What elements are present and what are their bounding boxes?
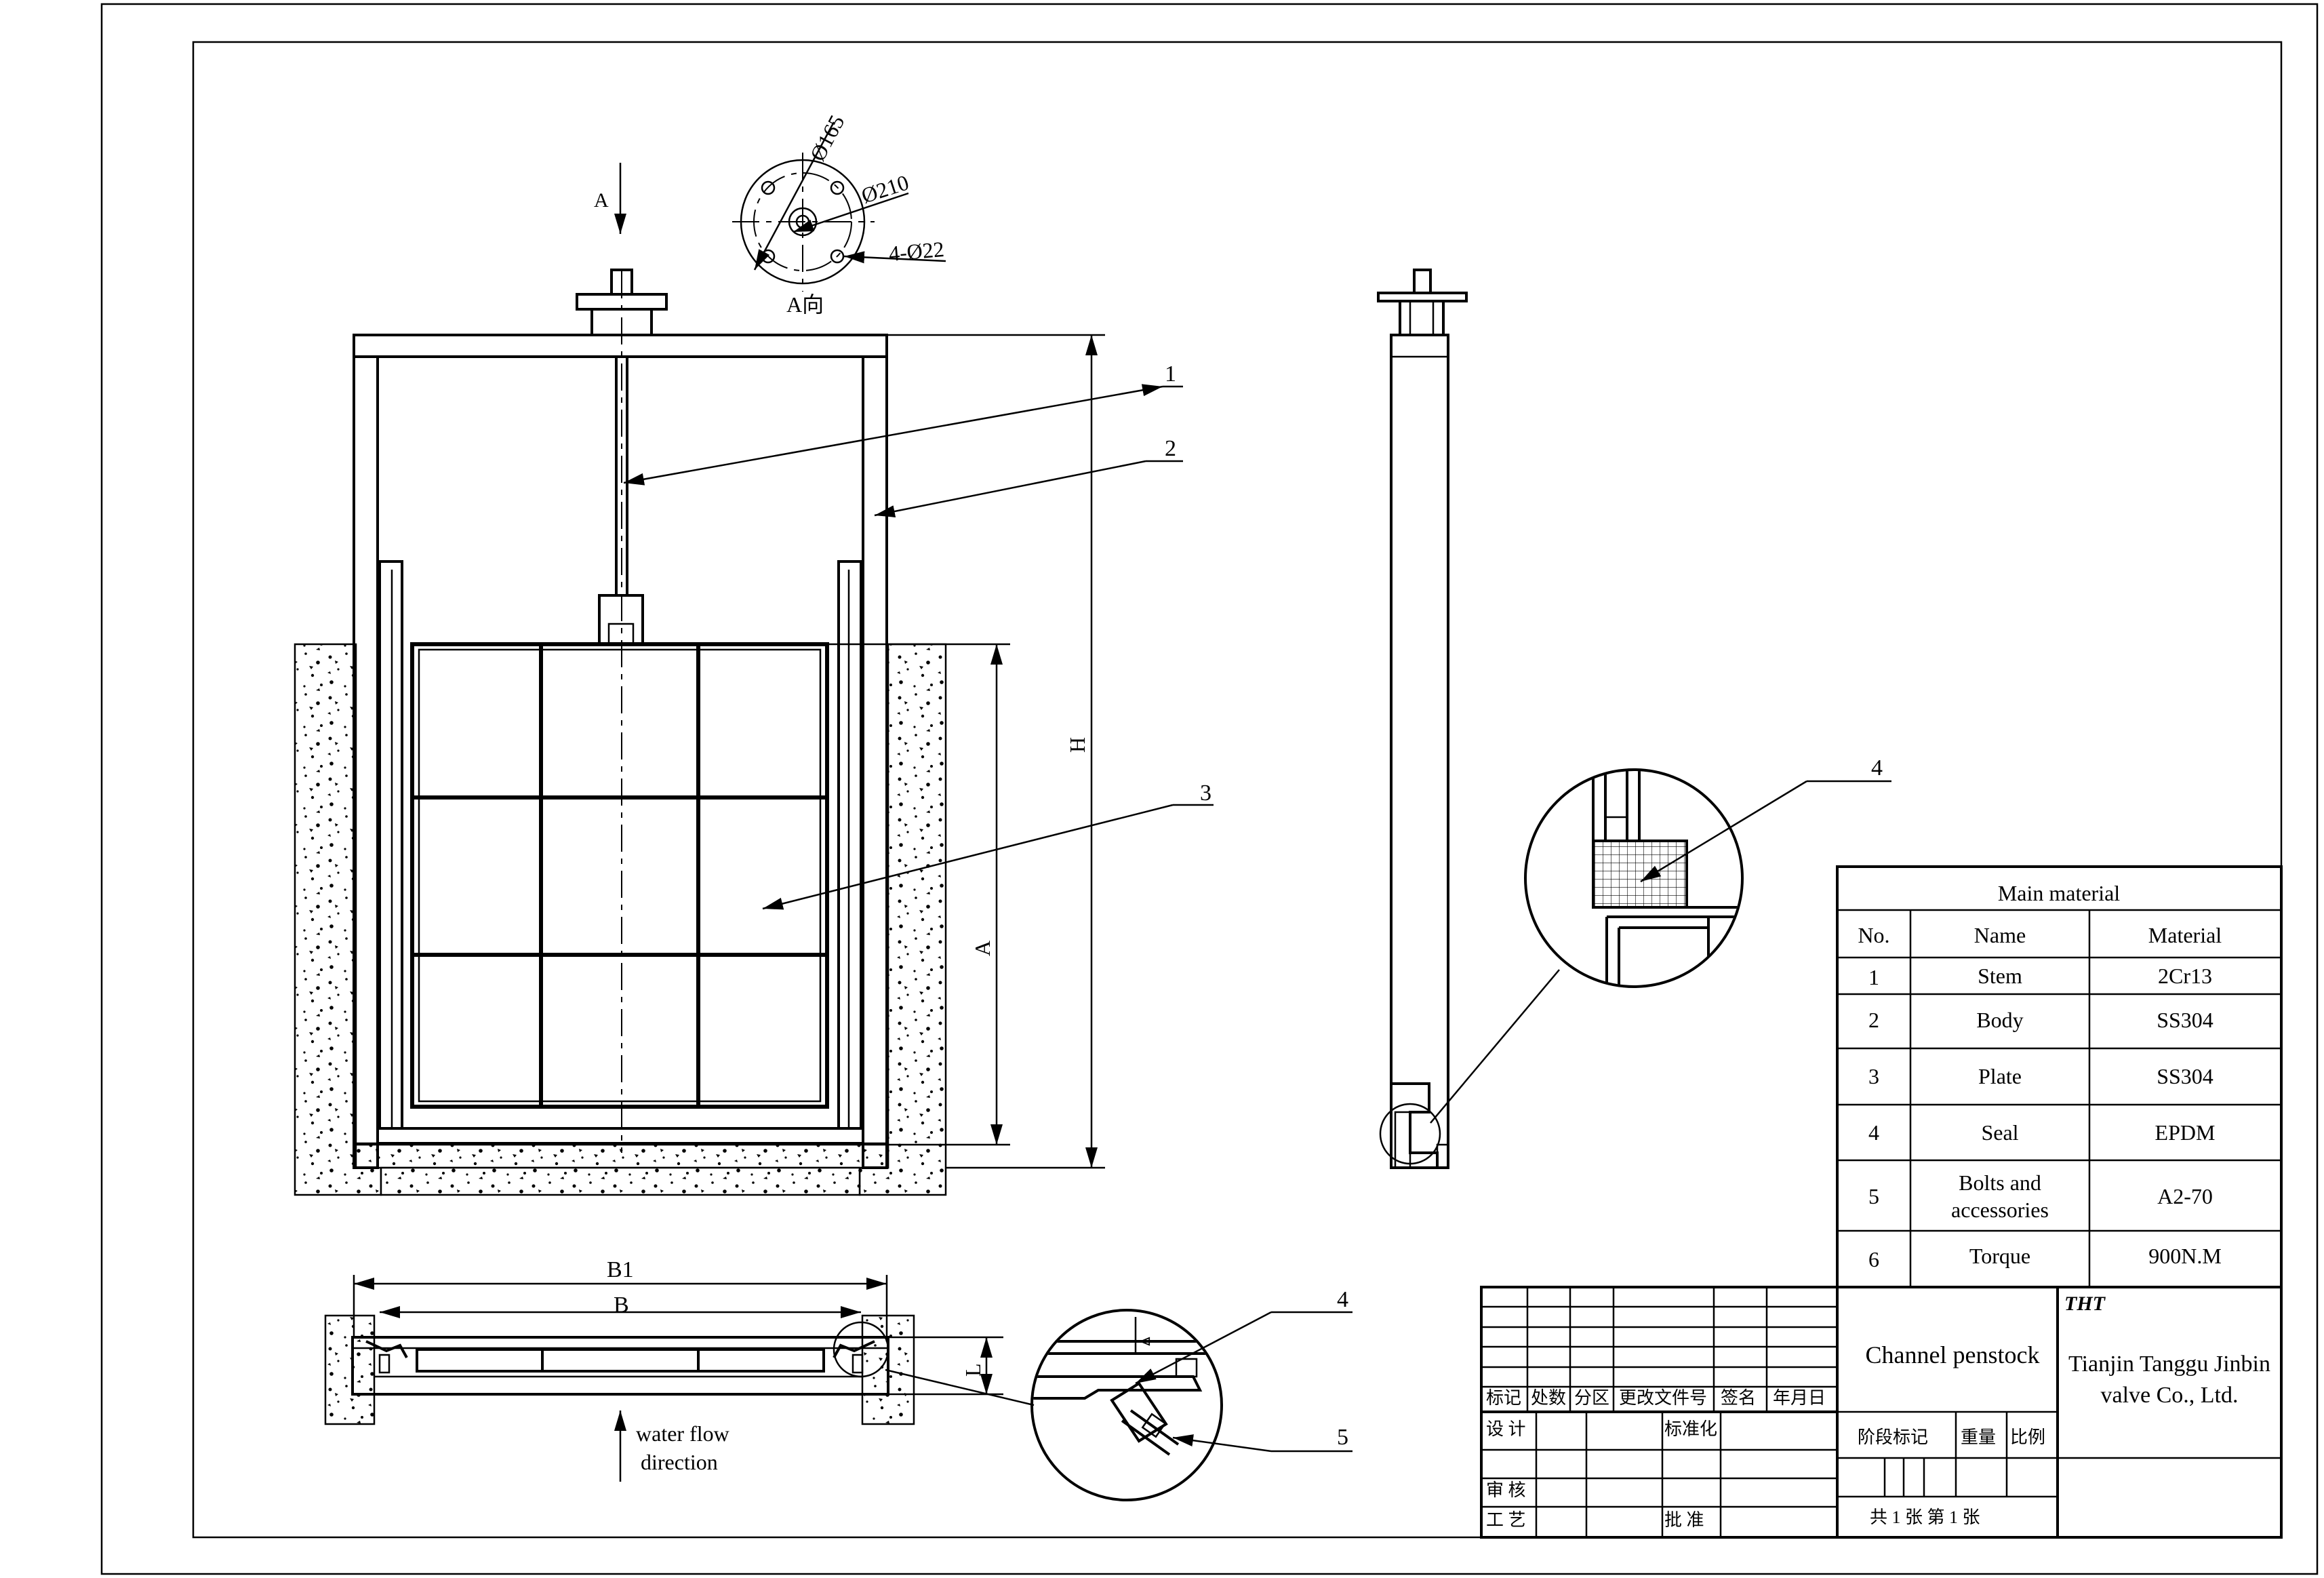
callout-1: 1 — [1165, 361, 1176, 387]
side-detail-circle — [1524, 768, 1744, 988]
stage-mark-label: 阶段标记 — [1858, 1427, 1928, 1447]
guide-right — [837, 560, 862, 1130]
plan-frame — [351, 1336, 889, 1396]
plan-gate-panels — [416, 1348, 825, 1373]
rev-header: 签名 — [1721, 1388, 1756, 1408]
table-row-name: Stem — [1978, 964, 2022, 988]
seal-block — [1592, 840, 1688, 909]
plan-detail-circle — [1030, 1309, 1223, 1501]
guide-left — [378, 560, 403, 1130]
concrete-sill — [380, 1166, 861, 1196]
company-logo: THT — [2064, 1293, 2106, 1315]
plan-detail-marker — [833, 1321, 889, 1378]
dim-height-label: H — [1065, 737, 1089, 753]
table-row-name: Bolts and — [1959, 1170, 2041, 1195]
plan-concrete-left — [324, 1314, 376, 1425]
dim-b1-label: B1 — [607, 1257, 634, 1282]
table-row-material: 2Cr13 — [2158, 964, 2212, 988]
flange-view: Ø165 Ø210 4-Ø22 A向 — [732, 111, 946, 317]
flange-dim-pcd: Ø165 — [805, 111, 849, 165]
side-detail-marker — [1379, 1103, 1441, 1165]
bolt-hole — [830, 249, 845, 264]
rev-header: 分区 — [1574, 1388, 1609, 1408]
weight-label: 重量 — [1961, 1427, 1996, 1447]
bolt-hole — [830, 180, 845, 195]
frame-left-column — [353, 355, 379, 1169]
rev-header: 处数 — [1531, 1388, 1566, 1408]
flange-dim-holes: 4-Ø22 — [887, 237, 945, 266]
review-label: 审 核 — [1486, 1480, 1526, 1500]
flow-text-2: direction — [641, 1450, 718, 1474]
table-row-material: EPDM — [2155, 1120, 2216, 1145]
frame-right-column — [862, 355, 888, 1169]
table-row-no: 4 — [1868, 1120, 1879, 1145]
callout-3: 3 — [1200, 781, 1211, 806]
side-frame-column — [1390, 334, 1449, 1169]
table-row-no: 3 — [1868, 1064, 1879, 1088]
table-title: Main material — [1998, 881, 2120, 905]
table-row-material: 900N.M — [2148, 1244, 2222, 1268]
rev-header: 更改文件号 — [1619, 1388, 1707, 1408]
callout-4-plan: 4 — [1337, 1287, 1348, 1312]
flange-dim-outer: Ø210 — [858, 170, 912, 208]
bolt-hole — [761, 180, 776, 195]
dim-l-label: L — [961, 1363, 985, 1377]
dim-opening-label: A — [970, 941, 995, 956]
table-row-name: accessories — [1951, 1198, 2049, 1222]
view-arrow-label: A — [594, 189, 609, 212]
table-row-no: 5 — [1868, 1184, 1879, 1208]
table-header-no: No. — [1858, 923, 1889, 947]
outer-border — [100, 3, 2319, 1575]
gate-plate — [410, 642, 829, 1109]
drawing-title: Channel penstock — [1866, 1341, 2040, 1368]
table-row-material: SS304 — [2157, 1008, 2213, 1032]
rev-header: 年月日 — [1773, 1388, 1826, 1408]
rev-header: 标记 — [1486, 1388, 1521, 1408]
company-name-line1: Tianjin Tanggu Jinbin — [2068, 1352, 2270, 1377]
material-table: Main material No. Name Material 1 Stem 2… — [1836, 865, 2283, 1288]
top-beam — [353, 334, 888, 358]
table-row-no: 2 — [1868, 1008, 1879, 1032]
side-view: 4 — [1377, 269, 1891, 1169]
table-row-name: Torque — [1969, 1244, 2030, 1268]
table-row-no: 1 — [1868, 965, 1879, 989]
sheets-label: 共 1 张 第 1 张 — [1870, 1507, 1980, 1527]
inner-border — [192, 41, 2283, 1539]
concrete-right — [858, 643, 947, 1196]
company-name-line2: valve Co., Ltd. — [2100, 1383, 2238, 1408]
dim-b-label: B — [614, 1293, 629, 1318]
table-row-material: A2-70 — [2157, 1184, 2213, 1208]
design-label: 设 计 — [1486, 1419, 1526, 1439]
flow-text-1: water flow — [636, 1421, 729, 1446]
plan-view: B1 B L water flow direction ⊲ 4 — [324, 1257, 1353, 1501]
table-row-name: Plate — [1978, 1064, 2022, 1088]
process-label: 工 艺 — [1486, 1510, 1526, 1530]
callout-4-side: 4 — [1871, 755, 1883, 781]
approve-label: 批 准 — [1664, 1510, 1704, 1530]
front-view: A H A 1 2 3 — [294, 163, 1214, 1196]
bottom-sill-frame — [376, 1127, 864, 1145]
table-row-material: SS304 — [2157, 1064, 2213, 1088]
callout-2: 2 — [1165, 436, 1176, 461]
title-block: 标记 处数 分区 更改文件号 签名 年月日 设 计 标准化 审 核 工 艺 批 … — [1480, 1286, 2283, 1539]
flange-view-label: A向 — [786, 292, 824, 317]
callout-5: 5 — [1337, 1425, 1348, 1450]
table-header-name: Name — [1974, 923, 2026, 947]
scale-label: 比例 — [2010, 1427, 2045, 1447]
concrete-left — [294, 643, 382, 1196]
standardization-label: 标准化 — [1664, 1419, 1717, 1439]
table-row-name: Body — [1976, 1008, 2023, 1032]
table-row-no: 6 — [1868, 1247, 1879, 1271]
table-row-name: Seal — [1981, 1120, 2018, 1145]
svg-text:⊲: ⊲ — [1139, 1333, 1151, 1349]
table-header-material: Material — [2148, 923, 2222, 947]
